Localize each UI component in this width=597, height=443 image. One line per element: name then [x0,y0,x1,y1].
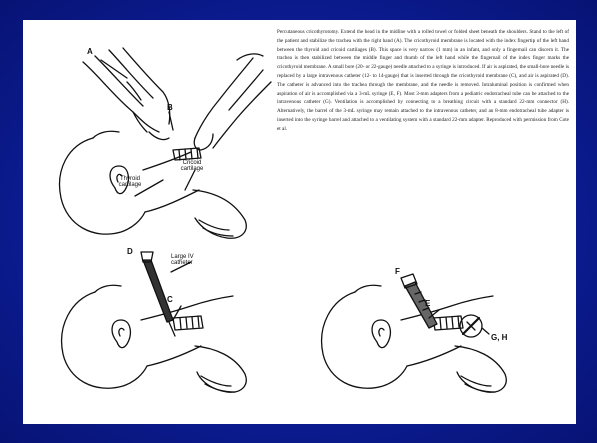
slide-page: Percutaneous cricothyrotomy. Extend the … [23,20,576,424]
label-d: D [127,248,133,256]
label-e: E [425,300,430,308]
figure-bottom-left [62,252,247,392]
label-large-iv-catheter: Large IV catheter [171,254,201,266]
figure-bottom-right [322,274,507,392]
label-g-h: G, H [491,334,507,342]
label-f: F [395,268,400,276]
label-b: B [167,104,173,112]
label-cricoid-cartilage: Cricoid cartilage [175,160,209,172]
figure-caption: Percutaneous cricothyrotomy. Extend the … [277,28,569,290]
label-thyroid-cartilage: Thyroid cartilage [113,176,147,188]
label-c: C [167,296,173,304]
label-a: A [87,48,93,56]
figure-top-left [60,48,271,238]
